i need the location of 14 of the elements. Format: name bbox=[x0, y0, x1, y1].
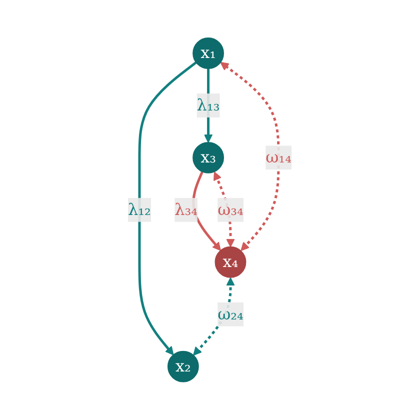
edge-label: ω₂₄ bbox=[218, 304, 244, 324]
arrow bbox=[192, 171, 222, 252]
edge-label: λ₁₃ bbox=[197, 96, 220, 115]
node-circle: x₃ bbox=[192, 142, 224, 174]
arrow bbox=[220, 62, 280, 252]
node-circle: x₁ bbox=[192, 38, 224, 70]
edge-label: ω₃₄ bbox=[218, 200, 244, 219]
edge-label: λ₁₂ bbox=[128, 200, 152, 219]
edge-label: ω₁₄ bbox=[266, 148, 292, 167]
node-circle: x₄ bbox=[215, 246, 246, 278]
arrow bbox=[204, 68, 213, 143]
node-circle: x₂ bbox=[168, 350, 200, 382]
arrow bbox=[138, 62, 198, 356]
edge-label: λ₃₄ bbox=[174, 200, 198, 219]
